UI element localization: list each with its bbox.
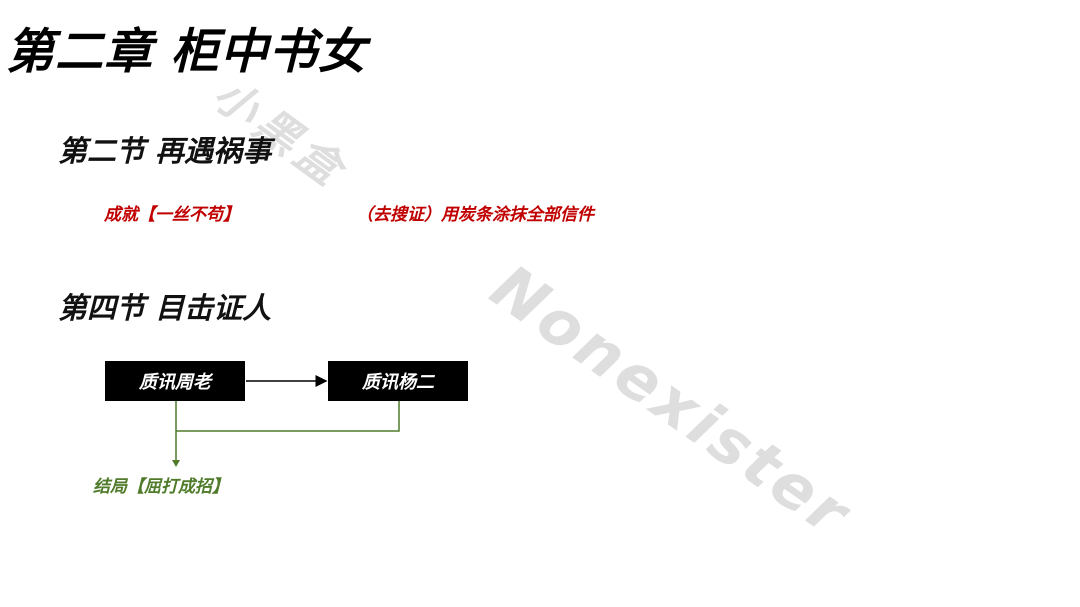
section-2-title: 第二节 再遇祸事 — [58, 134, 272, 168]
chapter-title: 第二章 柜中书女 — [6, 24, 367, 80]
green-return-line — [176, 401, 400, 432]
node-interrogate-zhou: 质讯周老 — [105, 361, 245, 401]
node-interrogate-yang: 质讯杨二 — [328, 361, 468, 401]
search-action-note: （去搜证）用炭条涂抹全部信件 — [356, 205, 594, 225]
green-arrowhead — [172, 460, 180, 467]
ending-note: 结局【屈打成招】 — [93, 477, 229, 497]
achievement-note: 成就【一丝不苟】 — [104, 205, 240, 225]
section-4-title: 第四节 目击证人 — [58, 291, 272, 325]
